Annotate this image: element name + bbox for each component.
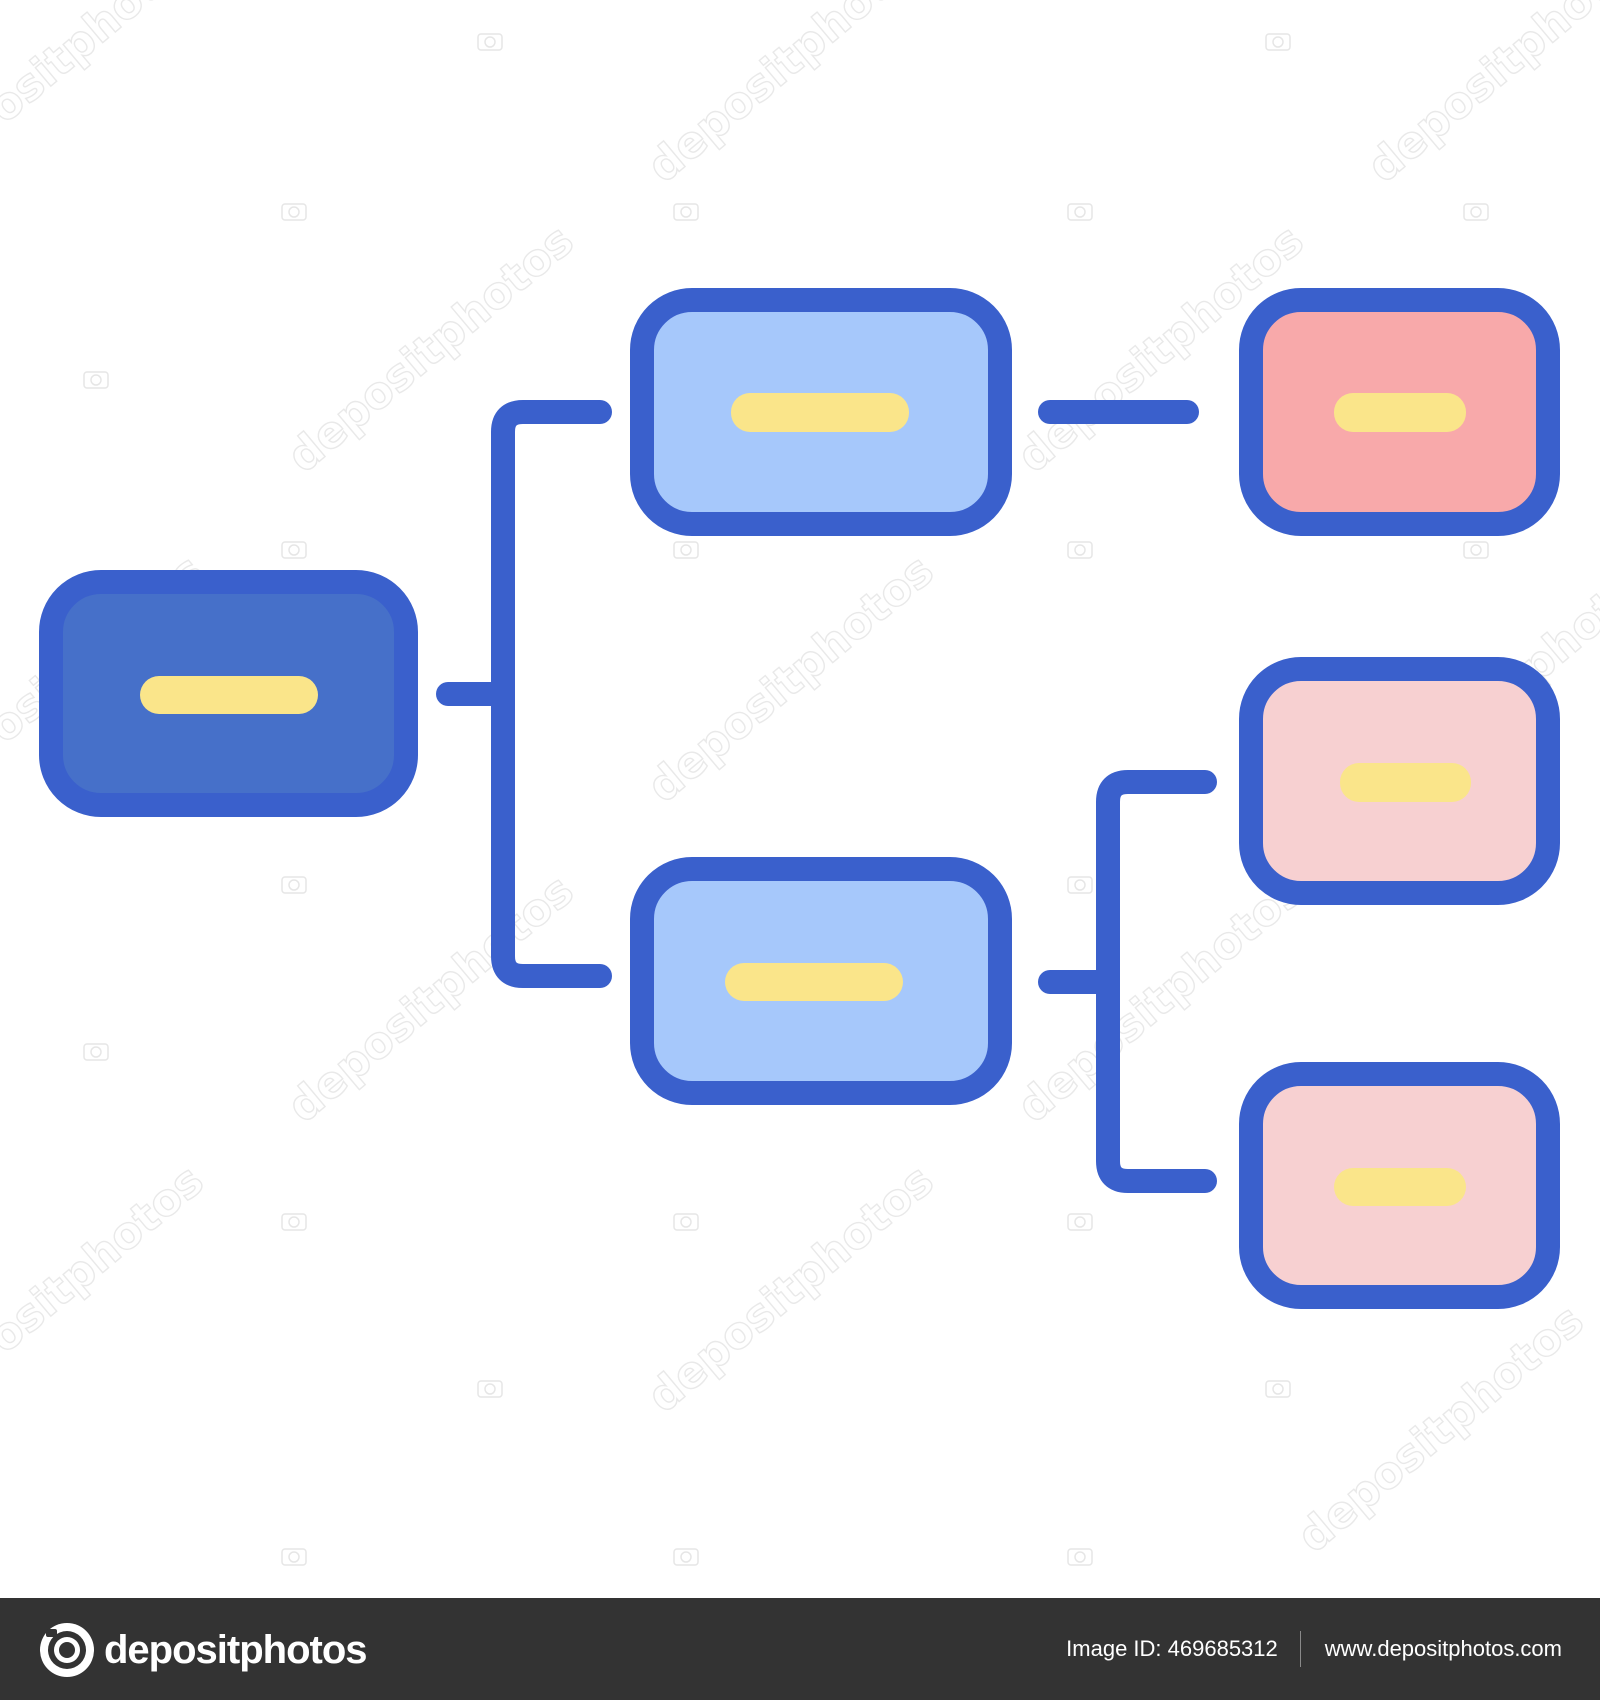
node-root-label-bar <box>140 676 318 714</box>
edge-root-children <box>436 400 612 988</box>
node-leaf-3-label-bar <box>1334 1168 1466 1206</box>
watermark-text: depositphotos <box>1358 0 1600 193</box>
watermark-camera-icon <box>1463 541 1489 559</box>
watermark-camera-icon <box>1067 876 1093 894</box>
watermark-camera-icon <box>1067 541 1093 559</box>
edge-child2-leaves <box>1038 770 1217 1193</box>
footer-bar: depositphotos Image ID: 469685312 www.de… <box>0 1598 1600 1700</box>
node-root[interactable] <box>39 570 418 817</box>
watermark-text: depositphotos <box>0 0 213 193</box>
node-leaf-1-label-bar <box>1334 393 1466 432</box>
watermark-camera-icon <box>1265 33 1291 51</box>
watermark-camera-icon <box>1067 203 1093 221</box>
connectors <box>436 400 1217 1193</box>
watermark-text: depositphotos <box>638 1155 943 1423</box>
node-child-1-label-bar <box>731 393 909 432</box>
watermark-text: depositphotos <box>1288 1295 1593 1563</box>
watermark-camera-icon <box>83 1043 109 1061</box>
watermark-text: depositphotos <box>0 1155 213 1423</box>
watermark-camera-icon <box>673 203 699 221</box>
site-url[interactable]: www.depositphotos.com <box>1324 1636 1562 1661</box>
watermark-text: depositphotos <box>278 215 583 483</box>
node-child-2[interactable] <box>630 857 1012 1105</box>
watermark-camera-icon <box>1265 1380 1291 1398</box>
watermark-text: depositphotos <box>638 545 943 813</box>
watermark-camera-icon <box>1463 203 1489 221</box>
node-leaf-2[interactable] <box>1239 657 1560 905</box>
watermark-camera-icon <box>281 203 307 221</box>
nodes <box>39 288 1560 1309</box>
watermark-text: depositphotos <box>278 865 583 1133</box>
brand-logo[interactable]: depositphotos <box>38 1620 368 1680</box>
node-leaf-2-label-bar <box>1340 763 1471 802</box>
watermark-camera-icon <box>281 1213 307 1231</box>
watermark-camera-icon <box>1067 1213 1093 1231</box>
node-leaf-1[interactable] <box>1239 288 1560 536</box>
node-child-2-label-bar <box>725 963 903 1001</box>
watermark-camera-icon <box>1067 1548 1093 1566</box>
watermark-camera-icon <box>673 1213 699 1231</box>
watermark-camera-icon <box>477 1380 503 1398</box>
watermark-camera-icon <box>281 876 307 894</box>
watermark-camera-icon <box>477 33 503 51</box>
footer-divider <box>1299 1631 1301 1667</box>
node-child-1[interactable] <box>630 288 1012 536</box>
image-id: Image ID: 469685312 <box>1066 1636 1278 1661</box>
watermark-camera-icon <box>83 371 109 389</box>
watermark-camera-icon <box>673 1548 699 1566</box>
watermark-camera-icon <box>673 541 699 559</box>
watermark-text: depositphotos <box>638 0 943 193</box>
footer-info: Image ID: 469685312 www.depositphotos.co… <box>1066 1598 1562 1700</box>
watermark-camera-icon <box>281 1548 307 1566</box>
camera-logo-icon <box>40 1623 94 1677</box>
brand-name: depositphotos <box>104 1627 368 1672</box>
watermark-camera-icon <box>281 541 307 559</box>
node-leaf-3[interactable] <box>1239 1062 1560 1309</box>
